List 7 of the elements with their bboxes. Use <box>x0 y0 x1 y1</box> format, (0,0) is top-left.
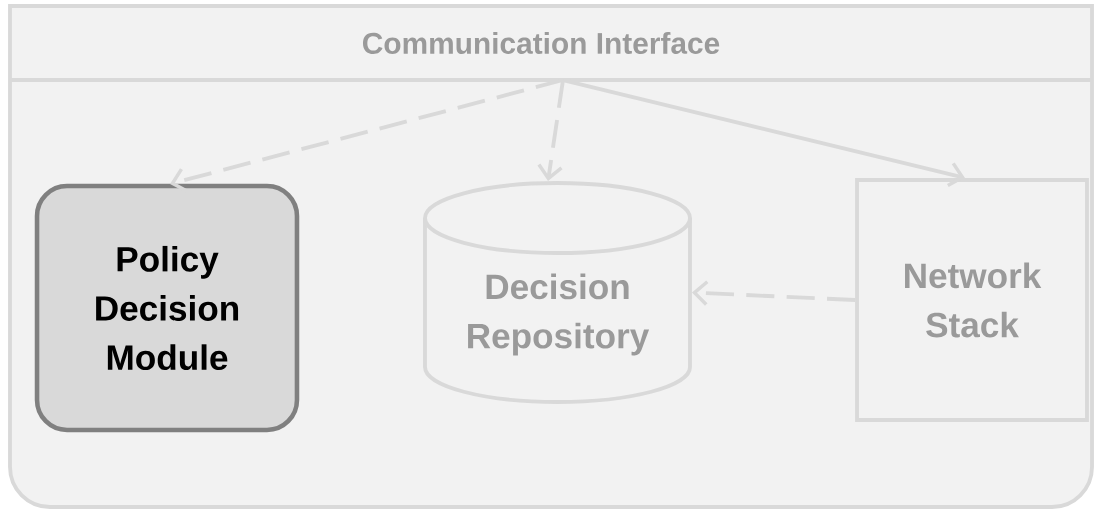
database-cylinder: Decision Repository <box>423 181 692 404</box>
arrow <box>691 280 856 306</box>
arrow <box>537 79 565 181</box>
component-box: Network Stack <box>855 178 1089 422</box>
node-label: Decision Repository <box>468 273 650 356</box>
header-band: Communication Interface <box>10 32 1092 82</box>
module-box: Policy Decision Module <box>34 183 300 433</box>
